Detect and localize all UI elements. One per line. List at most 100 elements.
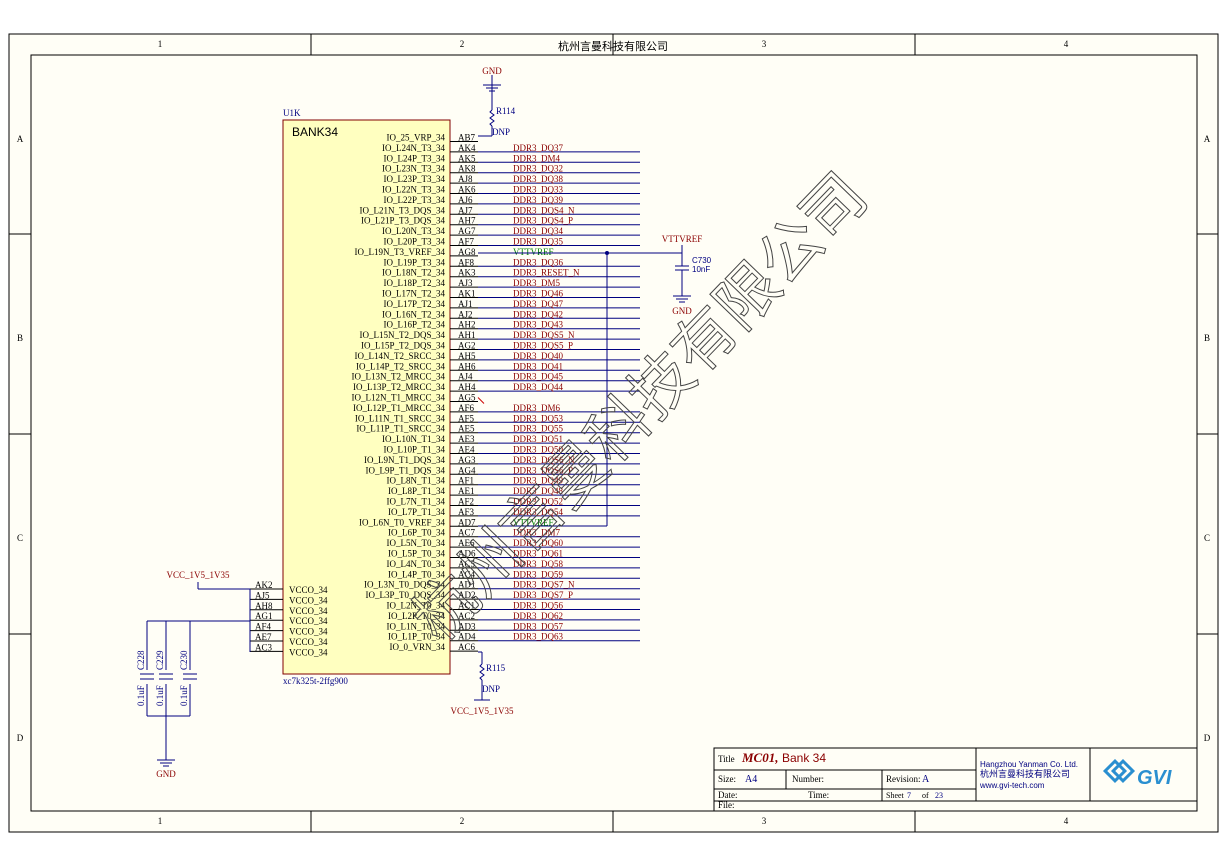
pin-name: IO_L8P_T1_34: [388, 486, 445, 496]
pin-name: IO_L16P_T2_34: [384, 320, 446, 330]
pin-number: AG7: [458, 226, 476, 236]
pin-number: AG3: [458, 455, 476, 465]
pin-number: AJ1: [458, 299, 473, 309]
logo-text: GVI: [1137, 767, 1172, 789]
c730-value: 10nF: [692, 265, 710, 274]
pin-name: IO_L22P_T3_34: [384, 195, 446, 205]
pin-number: AK6: [458, 185, 476, 195]
pin-number: AF7: [458, 237, 475, 247]
sheet-total: 23: [935, 791, 943, 800]
pin-number: AK4: [458, 143, 476, 153]
pin-name: IO_L8N_T1_34: [387, 476, 446, 486]
pin-name: IO_L21P_T3_DQS_34: [361, 216, 446, 226]
sheet-number: 7: [907, 791, 911, 800]
net-label: DDR3_DQ40: [513, 351, 564, 361]
pin-name: IO_L4N_T0_34: [387, 559, 446, 569]
pin-name: IO_L9N_T1_DQS_34: [364, 455, 445, 465]
frame-row-label: A: [17, 134, 24, 144]
pin-number: AK1: [458, 289, 476, 299]
pin-number: AE1: [458, 486, 475, 496]
pin-name: IO_L11N_T1_SRCC_34: [355, 413, 446, 423]
no-connect-mark: [477, 397, 485, 404]
net-label: DDR3_DQ34: [513, 226, 564, 236]
pin-row: IO_L21P_T3_DQS_34 AH7 DDR3_DQS4_P: [361, 216, 640, 226]
pin-number: AH6: [458, 361, 476, 371]
net-label: DDR3_DQ62: [513, 611, 563, 621]
pin-number: AD6: [458, 549, 476, 559]
r114-ref: R114: [496, 106, 516, 116]
pin-name: IO_L17P_T2_34: [384, 299, 446, 309]
pin-name: IO_L11P_T1_SRCC_34: [356, 424, 445, 434]
pin-name: VCCO_34: [289, 627, 328, 637]
net-label: DDR3_DQ42: [513, 309, 563, 319]
pin-number: AH4: [458, 382, 476, 392]
pin-number: AK5: [458, 153, 476, 163]
pin-number: AJ6: [458, 195, 473, 205]
r114-resistor: [478, 75, 495, 137]
cap-ref: C228: [136, 650, 146, 670]
net-label: VTTVREF: [513, 247, 554, 257]
pin-number: AH8: [255, 601, 273, 611]
pin-number: AF5: [458, 413, 475, 423]
net-label: DDR3_DQS7_N: [513, 580, 575, 590]
pin-number: AK8: [458, 164, 476, 174]
pin-name: IO_L9P_T1_DQS_34: [365, 465, 445, 475]
pin-name: VCCO_34: [289, 616, 328, 626]
pin-number: AH7: [458, 216, 476, 226]
pin-number: AF1: [458, 476, 474, 486]
pin-number: AF3: [458, 507, 475, 517]
net-label: DDR3_DQS5_N: [513, 330, 575, 340]
pin-number: AJ2: [458, 309, 473, 319]
net-label: DDR3_DQ50: [513, 445, 564, 455]
frame-row-label: C: [17, 533, 23, 543]
r115-ref: R115: [486, 663, 506, 673]
frame-col-label: 2: [460, 816, 465, 826]
pin-name: IO_L2N_T0_34: [387, 601, 446, 611]
frame-col-label: 2: [460, 39, 465, 49]
title-main: MC01,: [741, 750, 778, 765]
pin-name: VCCO_34: [289, 647, 328, 657]
pin-number: AG1: [255, 611, 273, 621]
net-label: DDR3_RESET_N: [513, 268, 580, 278]
net-label: DDR3_DQS4_P: [513, 216, 573, 226]
pin-number: AE7: [255, 632, 272, 642]
pin-number: AE3: [458, 434, 475, 444]
file-label: File:: [718, 800, 735, 810]
pin-number: AC5: [458, 559, 476, 569]
pin-name: IO_L18P_T2_34: [384, 278, 446, 288]
vttvref-bus: [478, 252, 682, 527]
pin-number: AD3: [458, 621, 476, 631]
vttvref-power-label: VTTVREF: [662, 234, 703, 244]
net-label: DDR3_DQS5_P: [513, 341, 573, 351]
net-label: DDR3_DQ52: [513, 497, 563, 507]
frame-col-label: 3: [762, 39, 767, 49]
pin-name: IO_L23N_T3_34: [382, 164, 445, 174]
pin-name: IO_L10P_T1_34: [384, 445, 446, 455]
pin-name: IO_L13P_T2_MRCC_34: [353, 382, 446, 392]
pin-number: AJ8: [458, 174, 473, 184]
c730-capacitor: [673, 245, 691, 303]
